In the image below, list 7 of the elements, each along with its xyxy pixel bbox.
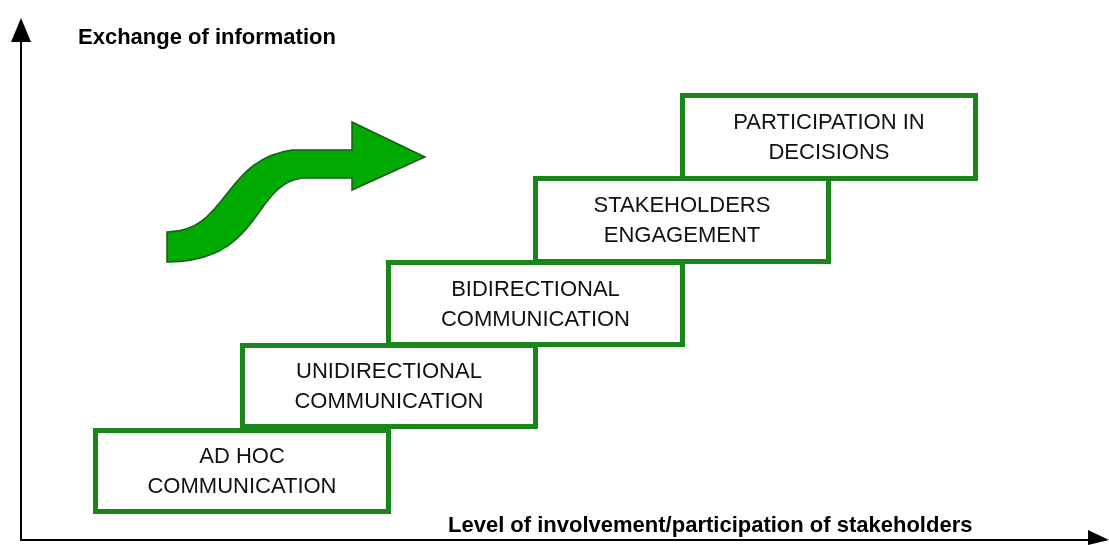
step-box: AD HOC COMMUNICATION bbox=[93, 428, 391, 514]
step-box: BIDIRECTIONAL COMMUNICATION bbox=[386, 260, 685, 347]
y-axis-title: Exchange of information bbox=[78, 24, 336, 50]
step-box: UNIDIRECTIONAL COMMUNICATION bbox=[240, 343, 538, 429]
x-axis-title: Level of involvement/participation of stakeholders bbox=[448, 512, 973, 538]
step-box: STAKEHOLDERS ENGAGEMENT bbox=[533, 176, 831, 264]
step-box: PARTICIPATION IN DECISIONS bbox=[680, 93, 978, 181]
